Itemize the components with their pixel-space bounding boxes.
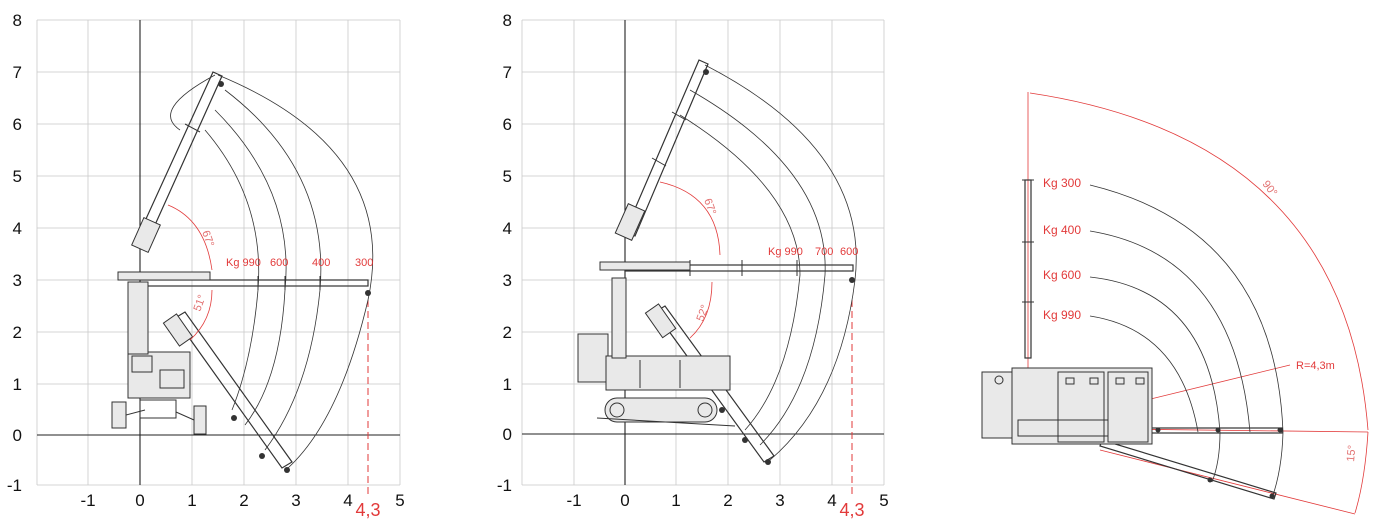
y-tick-label: 7 — [13, 63, 22, 82]
boom-diagonal-top — [1099, 439, 1277, 500]
x-tick-labels-panel-2: -1 0 1 2 3 4 5 — [566, 491, 888, 510]
y-tick-label: 7 — [503, 63, 512, 82]
y-tick-label: 3 — [13, 271, 22, 290]
y-tick-label: -1 — [7, 476, 22, 495]
angle-arc-lower — [689, 281, 713, 339]
angle-arc-upper — [167, 204, 213, 271]
boom-raised-panel-1 — [131, 71, 224, 254]
y-tick-label: 2 — [13, 323, 22, 342]
x-tick-label: 1 — [671, 491, 680, 510]
capacity-label: 700 — [815, 246, 833, 258]
boom-vertical-top — [1022, 179, 1034, 359]
y-tick-label: 8 — [503, 11, 512, 30]
x-tick-label: 1 — [187, 491, 196, 510]
panel-side-view-2: 8 7 6 5 4 3 2 1 0 -1 -1 0 1 2 3 4 5 4,3 — [497, 11, 889, 520]
angle-lower-label: 51° — [192, 293, 209, 313]
capacity-label: 400 — [312, 257, 330, 269]
angle-arc-lower — [189, 289, 213, 341]
diagonal-reference-line — [1099, 449, 1356, 515]
angle-arc-15 — [1354, 431, 1369, 514]
angle-bottom-label: 15° — [1345, 445, 1358, 463]
y-tick-label: 3 — [503, 271, 512, 290]
y-tick-label: 1 — [13, 375, 22, 394]
panel-top-view: 90° 15° R=4,3m — [981, 92, 1369, 515]
capacity-label: 600 — [840, 246, 858, 258]
y-tick-label: 4 — [503, 219, 512, 238]
reach-label: 4,3 — [355, 500, 380, 520]
x-tick-label: 0 — [620, 491, 629, 510]
x-tick-label: 4 — [827, 491, 836, 510]
boom-lowered-panel-2 — [644, 303, 775, 465]
capacity-label: 300 — [355, 257, 373, 269]
y-tick-label: 8 — [13, 11, 22, 30]
capacity-label: Kg 300 — [1043, 176, 1081, 190]
x-tick-label: 4 — [343, 491, 352, 510]
panel-side-view-1: 8 7 6 5 4 3 2 1 0 -1 -1 0 1 2 3 4 5 4,3 — [7, 11, 405, 520]
x-tick-label: 3 — [775, 491, 784, 510]
capacity-label: Kg 990 — [768, 246, 803, 258]
radius-label: R=4,3m — [1296, 360, 1335, 372]
x-tick-label: 5 — [879, 491, 888, 510]
y-tick-label: 0 — [13, 426, 22, 445]
x-tick-label: 2 — [239, 491, 248, 510]
machine-top-view — [981, 367, 1153, 445]
angle-lower-label: 52° — [695, 303, 712, 323]
x-tick-labels-panel-1: -1 0 1 2 3 4 5 — [80, 491, 404, 510]
y-tick-label: -1 — [497, 476, 512, 495]
angle-top-label: 90° — [1260, 178, 1280, 199]
x-tick-label: 2 — [723, 491, 732, 510]
y-tick-label: 2 — [503, 323, 512, 342]
reach-label: 4,3 — [839, 500, 864, 520]
load-arcs-panel-3 — [1089, 184, 1284, 499]
capacity-label: Kg 990 — [226, 257, 261, 269]
capacity-label: Kg 400 — [1043, 223, 1081, 237]
y-tick-labels-panel-1: 8 7 6 5 4 3 2 1 0 -1 — [7, 11, 22, 495]
capacity-label: 600 — [270, 257, 288, 269]
capacity-label: Kg 600 — [1043, 268, 1081, 282]
boom-lowered-panel-1 — [162, 311, 293, 473]
capacity-label: Kg 990 — [1043, 308, 1081, 322]
x-tick-label: 3 — [291, 491, 300, 510]
y-tick-label: 5 — [13, 167, 22, 186]
y-tick-label: 5 — [503, 167, 512, 186]
x-tick-label: 0 — [135, 491, 144, 510]
y-tick-labels-panel-2: 8 7 6 5 4 3 2 1 0 -1 — [497, 11, 512, 495]
angle-arc-90 — [1029, 92, 1369, 431]
angle-arc-upper — [659, 181, 721, 256]
y-tick-label: 0 — [503, 425, 512, 444]
boom-raised-panel-2 — [614, 59, 709, 241]
y-tick-label: 1 — [503, 375, 512, 394]
y-tick-label: 6 — [503, 115, 512, 134]
tracked-crane-machine — [577, 261, 736, 427]
angle-upper-label: 67° — [199, 229, 216, 249]
x-tick-label: 5 — [395, 491, 404, 510]
y-tick-label: 4 — [13, 219, 22, 238]
load-arcs-panel-2 — [679, 64, 857, 461]
grid-panel-1 — [36, 19, 401, 486]
x-tick-label: -1 — [80, 491, 95, 510]
y-tick-label: 6 — [13, 115, 22, 134]
grid-panel-2 — [521, 19, 885, 486]
angle-upper-label: 67° — [701, 197, 718, 217]
x-tick-label: -1 — [566, 491, 581, 510]
spider-crane-machine — [111, 271, 211, 435]
